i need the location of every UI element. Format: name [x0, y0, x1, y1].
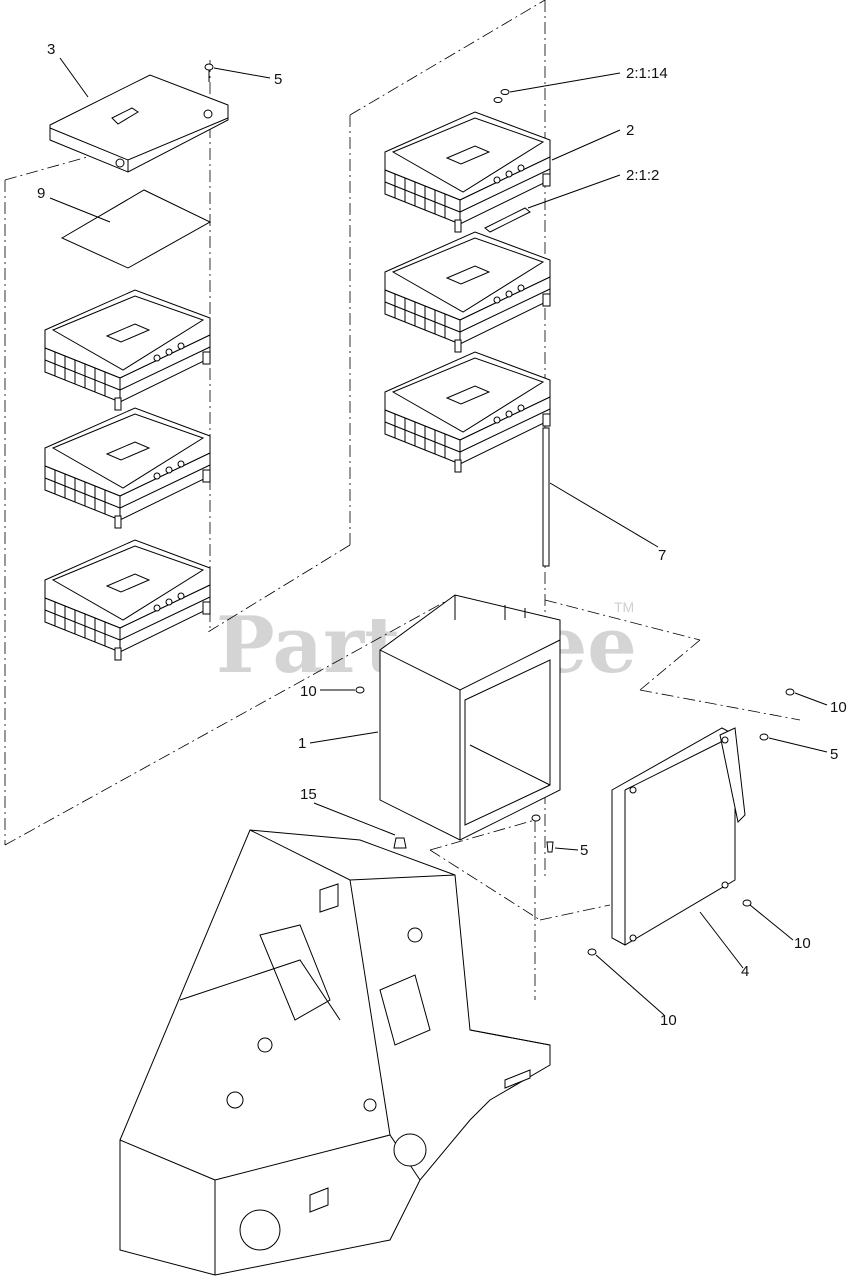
callout-labels: 3 5 9 2:1:14 2 2:1:2 7 10 1 15 5 10 5 10…	[37, 41, 847, 1029]
callout-5-top: 5	[274, 71, 282, 88]
callout-5-under-box: 5	[580, 842, 588, 859]
callout-3: 3	[47, 41, 55, 58]
leader-lines	[49, 57, 828, 1016]
callout-10-top-right: 10	[830, 699, 847, 716]
callout-10-box: 10	[300, 683, 317, 700]
part-5-bolt-top	[204, 63, 214, 82]
part-4-cover-panel	[611, 727, 746, 946]
battery-left-2	[44, 407, 211, 529]
battery-right-3	[384, 351, 551, 473]
battery-left-3	[44, 539, 211, 661]
part-15-nut	[393, 837, 407, 849]
part-9-pad	[60, 189, 212, 269]
callout-2-1-14: 2:1:14	[626, 65, 668, 82]
callout-15: 15	[300, 786, 317, 803]
machine-frame	[119, 829, 551, 1276]
watermark-trademark: TM	[614, 599, 634, 615]
callout-5-right: 5	[830, 746, 838, 763]
part-10-bolt-box	[355, 686, 365, 694]
callout-10-bottom: 10	[660, 1012, 677, 1029]
callout-2: 2	[626, 122, 634, 139]
part-5-bolt-box	[531, 814, 554, 853]
callout-10-right: 10	[794, 935, 811, 952]
callout-4: 4	[741, 963, 749, 980]
part-2-1-14-washer	[493, 89, 510, 103]
callout-1: 1	[298, 735, 306, 752]
callout-2-1-2: 2:1:2	[626, 167, 659, 184]
part-2-1-2-strip	[484, 207, 531, 233]
battery-right-2	[384, 231, 551, 353]
callout-7: 7	[658, 547, 666, 564]
part-7-rod	[542, 427, 550, 567]
part-1-battery-box	[379, 594, 561, 841]
callout-9: 9	[37, 185, 45, 202]
part-3-hold-down-plate	[49, 74, 229, 173]
battery-left-1	[44, 289, 211, 411]
part-4-bolts	[587, 688, 795, 956]
